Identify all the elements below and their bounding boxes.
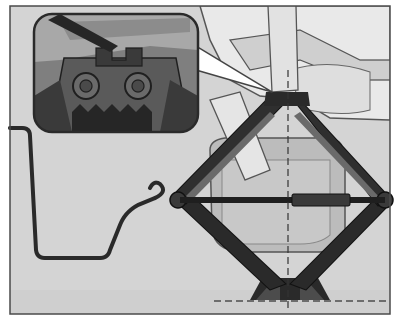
jack-saddle bbox=[264, 92, 310, 106]
magnified-inset bbox=[34, 14, 198, 132]
inset-bolt-right-inner bbox=[132, 80, 144, 92]
jack-screw bbox=[180, 197, 385, 203]
ground bbox=[10, 290, 390, 314]
inset-gear-teeth bbox=[72, 104, 152, 132]
strut bbox=[268, 6, 298, 92]
inset-bolt-left-inner bbox=[80, 80, 92, 92]
jack-screw-sleeve bbox=[292, 194, 350, 206]
